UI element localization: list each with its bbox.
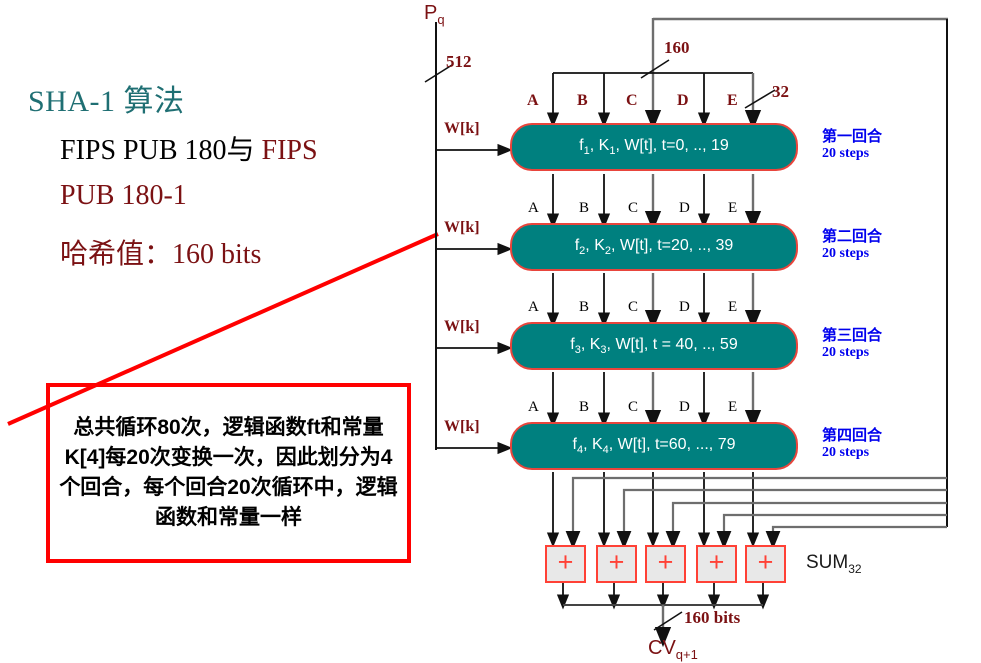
register-label-top-a: A [527, 92, 539, 109]
adder-c[interactable]: + [645, 545, 686, 583]
feedback-rail-c [665, 501, 947, 550]
round-box-2[interactable]: f2, K2, W[t], t=20, .., 39 [510, 223, 798, 271]
plus-icon: + [657, 547, 674, 577]
register-label-r2-d: D [679, 299, 690, 315]
round-label-4: 第四回合 20 steps [822, 427, 882, 461]
register-label-r3-d: D [679, 399, 690, 415]
feedback-rail-a [565, 476, 947, 550]
page-title: SHA-1 算法 [28, 85, 185, 118]
adder-b[interactable]: + [596, 545, 637, 583]
word-width-tick [744, 89, 776, 109]
round-label-2: 第二回合 20 steps [822, 228, 882, 262]
round-1-body: f1, K1, W[t], t=0, .., 19 [579, 136, 729, 158]
round-label-3-en: 20 steps [822, 345, 870, 360]
round-box-3[interactable]: f3, K3, W[t], t = 40, .., 59 [510, 322, 798, 370]
wk-label-1: W[k] [444, 120, 480, 137]
register-label-r3-b: B [579, 399, 590, 415]
sum-label: SUM32 [806, 552, 862, 576]
register-label-top-d: D [677, 92, 689, 109]
register-label-r1-d: D [679, 200, 690, 216]
input-block-label: Pq [424, 2, 445, 27]
plus-icon: + [708, 547, 725, 577]
round-label-3: 第三回合 20 steps [822, 327, 882, 361]
round-box-1[interactable]: f1, K1, W[t], t=0, .., 19 [510, 123, 798, 171]
input-width-label: 512 [446, 52, 472, 71]
callout-pointer [7, 232, 439, 426]
adder-d[interactable]: + [696, 545, 737, 583]
output-label: CVq+1 [648, 637, 698, 662]
bullet-line-3: 哈希值：160 bits [60, 239, 262, 270]
register-label-r2-a: A [528, 299, 539, 315]
round-box-4[interactable]: f4, K4, W[t], t=60, ..., 79 [510, 422, 798, 470]
bullet-1-highlight: FIPS [261, 135, 318, 166]
register-label-r3-e: E [728, 399, 738, 415]
bullet-line-2: PUB 180-1 [60, 180, 187, 211]
register-label-r1-b: B [579, 200, 590, 216]
wk-label-3: W[k] [444, 318, 480, 335]
register-label-top-e: E [727, 92, 738, 109]
register-label-r1-c: C [628, 200, 639, 216]
bullet-1-mid: 与 [226, 135, 262, 166]
round-2-body: f2, K2, W[t], t=20, .., 39 [574, 236, 734, 258]
feedback-rail-d [716, 513, 947, 550]
register-label-r2-e: E [728, 299, 738, 315]
plus-icon: + [608, 547, 625, 577]
wk-label-2: W[k] [444, 219, 480, 236]
bullet-line-1: FIPS PUB 180与 FIPS [60, 128, 318, 168]
wk-label-4: W[k] [444, 418, 480, 435]
register-label-r1-a: A [528, 200, 539, 216]
register-label-top-b: B [577, 92, 588, 109]
feedback-rail-b [616, 488, 947, 550]
register-label-r3-a: A [528, 399, 539, 415]
plus-icon: + [757, 547, 774, 577]
pq-width-tick [424, 64, 453, 83]
register-label-r2-b: B [579, 299, 590, 315]
round-3-body: f3, K3, W[t], t = 40, .., 59 [570, 335, 738, 357]
adder-e[interactable]: + [745, 545, 786, 583]
bullet-1-text: FIPS PUB 180 [60, 135, 227, 166]
cv-in-width-tick [640, 59, 670, 79]
round-label-1-en: 20 steps [822, 146, 870, 161]
output-width-tick [653, 611, 683, 631]
output-width-label: 160 bits [684, 608, 741, 627]
feedback-rail-e [765, 525, 947, 550]
callout-box: 总共循环80次，逻辑函数ft和常量K[4]每20次变换一次，因此划分为4个回合，… [46, 383, 411, 563]
round-4-body: f4, K4, W[t], t=60, ..., 79 [572, 435, 736, 457]
round-label-1-cn: 第一回合 [822, 128, 883, 145]
round-label-4-cn: 第四回合 [822, 427, 883, 444]
callout-text: 总共循环80次，逻辑函数ft和常量K[4]每20次变换一次，因此划分为4个回合，… [59, 416, 398, 529]
round-label-4-en: 20 steps [822, 445, 870, 460]
register-label-top-c: C [626, 92, 638, 109]
plus-icon: + [557, 547, 574, 577]
register-label-r2-c: C [628, 299, 639, 315]
round-label-1: 第一回合 20 steps [822, 128, 882, 162]
adder-a[interactable]: + [545, 545, 586, 583]
round-label-2-en: 20 steps [822, 246, 870, 261]
chaining-width-label: 160 [664, 38, 690, 57]
register-label-r3-c: C [628, 399, 639, 415]
round-label-2-cn: 第二回合 [822, 228, 883, 245]
register-label-r1-e: E [728, 200, 738, 216]
word-width-label: 32 [772, 82, 789, 101]
round-label-3-cn: 第三回合 [822, 327, 883, 344]
